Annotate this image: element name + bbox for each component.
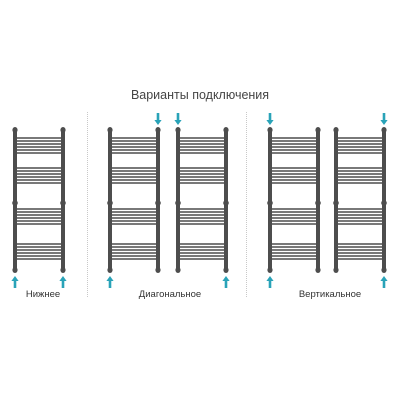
label-diagonal: Диагональное: [138, 289, 202, 300]
diagram-title: Варианты подключения: [130, 88, 270, 102]
inlet-arrow-icon: [11, 276, 19, 288]
outlet-arrow-icon: [266, 276, 274, 288]
rail-vertical-connection-2: [332, 113, 388, 288]
rail-diagonal-connection-1: [106, 113, 162, 288]
outlet-arrow-icon: [106, 276, 114, 288]
rail-vertical-connection-1: [266, 113, 322, 288]
group-divider-2: [246, 112, 247, 297]
inlet-arrow-icon: [154, 113, 162, 125]
inlet-arrow-icon: [380, 113, 388, 125]
inlet-arrow-icon: [174, 113, 182, 125]
label-bottom: Нижнее: [25, 289, 61, 300]
rail-diagonal-connection-2: [174, 113, 230, 288]
outlet-arrow-icon: [380, 276, 388, 288]
outlet-arrow-icon: [222, 276, 230, 288]
outlet-arrow-icon: [59, 276, 67, 288]
label-vertical: Вертикальное: [298, 289, 362, 300]
rail-bottom-connection: [11, 126, 67, 288]
inlet-arrow-icon: [266, 113, 274, 125]
group-divider-1: [87, 112, 88, 297]
